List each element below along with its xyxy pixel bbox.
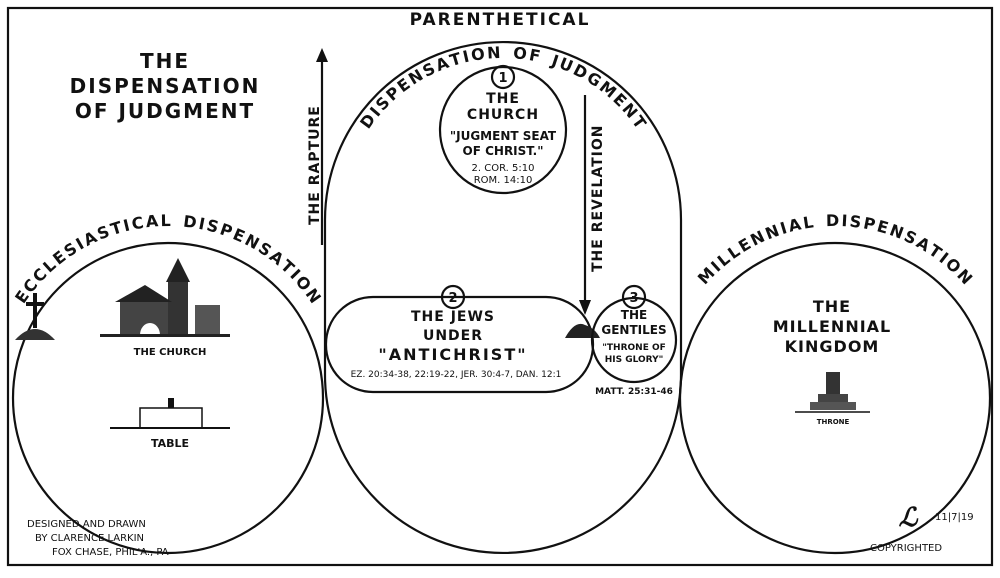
church-judgment-circle: 1 THE CHURCH "JUGMENT SEAT OF CHRIST." 2…	[438, 64, 568, 195]
arc-letter: I	[121, 216, 131, 236]
arc-letter: D	[826, 211, 840, 230]
rapture-arrow: THE RAPTURE	[307, 48, 328, 245]
throne-icon	[795, 372, 870, 413]
ecclesiastical-circle	[11, 241, 325, 555]
church-number: 1	[498, 71, 507, 86]
arc-letter: P	[862, 213, 877, 234]
arc-letter: A	[145, 211, 160, 231]
throne-label: THRONE	[817, 418, 850, 426]
arc-letter: I	[841, 211, 848, 230]
copyright: COPYRIGHTED	[870, 543, 942, 554]
gentiles-line-1: THE	[621, 308, 647, 322]
church-line-2: CHURCH	[467, 107, 539, 123]
credit-line-1: DESIGNED AND DRAWN	[27, 519, 146, 530]
kingdom-line-2: MILLENNIAL	[773, 317, 892, 336]
arc-letter: S	[849, 212, 863, 232]
arc-letter: C	[130, 213, 145, 234]
rapture-label: THE RAPTURE	[307, 105, 323, 225]
arc-letter: L	[802, 212, 815, 232]
millennial-kingdom-label: THE MILLENNIAL KINGDOM	[773, 297, 892, 356]
title: THE DISPENSATION OF JUDGMENT	[70, 49, 261, 123]
church-line-1: THE	[486, 91, 520, 107]
title-line-2: DISPENSATION	[70, 74, 261, 98]
gentiles-ref: MATT. 25:31-46	[595, 387, 673, 397]
mount-olives-icon	[565, 323, 600, 338]
arc-letter: O	[512, 43, 527, 63]
kingdom-line-1: THE	[813, 297, 851, 316]
jews-pill: 2 THE JEWS UNDER "ANTICHRIST" EZ. 20:34-…	[324, 284, 595, 394]
credits: DESIGNED AND DRAWN BY CLARENCE LARKIN FO…	[27, 519, 169, 558]
gentiles-circle: 3 THE GENTILES "THRONE OF HIS GLORY" MAT…	[590, 284, 678, 397]
arc-letter: F	[528, 45, 542, 66]
church-ref-1: 2. COR. 5:10	[472, 163, 535, 174]
arc-letter: I	[778, 218, 789, 238]
church-building-icon	[100, 258, 230, 337]
date: 11|7|19	[935, 512, 974, 523]
revelation-label: THE REVELATION	[590, 125, 606, 273]
arc-letter: I	[461, 47, 471, 67]
number-badge-1	[490, 64, 516, 90]
kingdom-line-3: KINGDOM	[785, 337, 880, 356]
parenthetical-label: PARENTHETICAL	[410, 10, 591, 30]
church-ref-2: ROM. 14:10	[474, 175, 533, 186]
frame	[6, 6, 994, 567]
arc-letter: I	[197, 214, 206, 234]
arc-letter: N	[763, 221, 782, 244]
arc-letter: D	[182, 212, 198, 233]
church-label: THE CHURCH	[134, 347, 207, 358]
church-quote-1: "JUGMENT SEAT	[450, 129, 557, 143]
arc-letter: T	[108, 218, 124, 239]
arc-letter: N	[887, 220, 906, 242]
arc-letter: O	[470, 44, 486, 65]
gentiles-quote-2: HIS GLORY"	[605, 355, 664, 365]
arc-letter: T	[448, 49, 464, 70]
arc-letter: N	[487, 43, 501, 63]
number-badge-3	[621, 284, 647, 310]
gentiles-number: 3	[629, 291, 638, 306]
church-quote-2: OF CHRIST."	[463, 144, 544, 158]
monogram-logo: ℒ	[899, 503, 919, 533]
gentiles-line-2: GENTILES	[601, 323, 666, 337]
gentiles-quote-1: "THRONE OF	[602, 343, 666, 353]
arc-letter: A	[786, 214, 803, 235]
arc-letter: L	[160, 211, 170, 230]
jews-line-2: UNDER	[423, 328, 483, 344]
title-line-3: OF JUDGMENT	[75, 99, 255, 123]
jews-ref: EZ. 20:34-38, 22:19-22, JER. 30:4-7, DAN…	[351, 370, 562, 380]
number-badge-2	[440, 284, 466, 310]
jews-line-3: "ANTICHRIST"	[378, 345, 527, 364]
credit-line-3: FOX CHASE, PHIL'A., PA	[52, 547, 169, 558]
arc-letter: S	[205, 216, 221, 237]
jews-number: 2	[448, 291, 457, 306]
revelation-arrow: THE REVELATION	[579, 95, 606, 315]
title-line-1: THE	[140, 49, 190, 73]
millennial-circle	[678, 241, 992, 555]
credit-line-2: BY CLARENCE LARKIN	[35, 533, 144, 544]
arc-letter: E	[875, 216, 891, 237]
table-label: TABLE	[151, 437, 189, 450]
communion-table-icon	[110, 398, 230, 429]
cross-icon	[15, 293, 55, 340]
jews-line-1: THE JEWS	[411, 309, 495, 325]
